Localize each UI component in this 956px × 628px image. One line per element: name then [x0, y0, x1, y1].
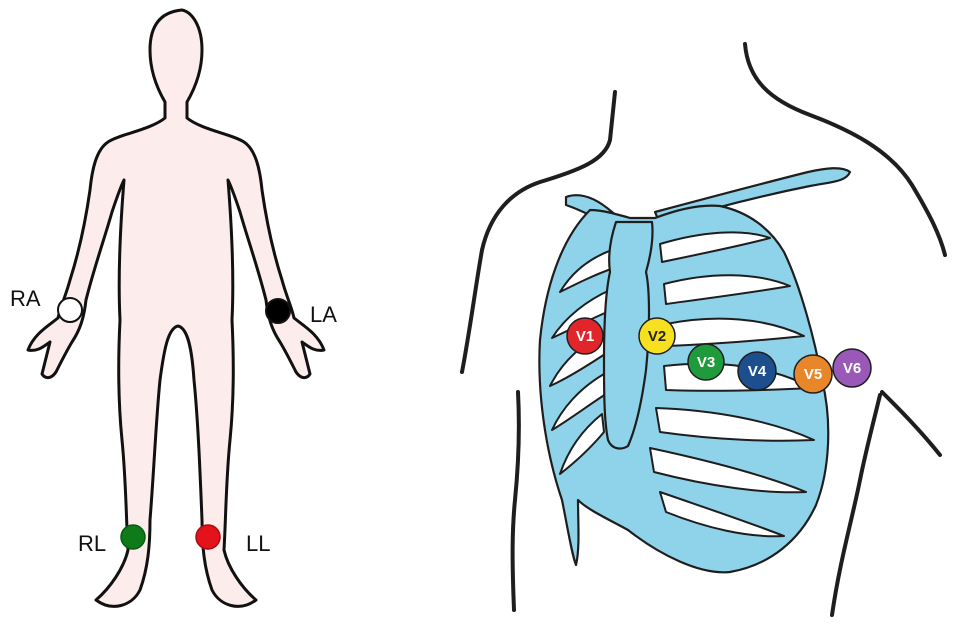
lead-label-v1: V1 — [576, 328, 594, 345]
electrode-la — [266, 299, 290, 323]
electrode-ra — [58, 298, 82, 322]
lead-label-v5: V5 — [804, 366, 822, 383]
electrode-rl — [121, 525, 145, 549]
electrode-ll — [196, 525, 220, 549]
chest-figure: V1 V2 V3 V4 V5 V6 — [462, 44, 945, 615]
chest-electrode-v2: V2 — [639, 318, 675, 354]
lead-label-v3: V3 — [697, 354, 715, 371]
chest-electrode-v5: V5 — [794, 355, 832, 393]
chest-electrode-v4: V4 — [738, 352, 776, 390]
full-body-figure: RA LA RL LL — [10, 10, 337, 606]
label-ra: RA — [10, 286, 41, 311]
label-la: LA — [310, 302, 337, 327]
lead-label-v4: V4 — [748, 363, 767, 380]
label-ll: LL — [246, 531, 270, 556]
chest-electrode-v3: V3 — [688, 344, 724, 380]
lead-label-v6: V6 — [843, 360, 861, 377]
label-rl: RL — [78, 531, 106, 556]
lead-label-v2: V2 — [648, 328, 666, 345]
chest-electrode-v6: V6 — [833, 349, 871, 387]
chest-electrode-v1: V1 — [567, 318, 603, 354]
